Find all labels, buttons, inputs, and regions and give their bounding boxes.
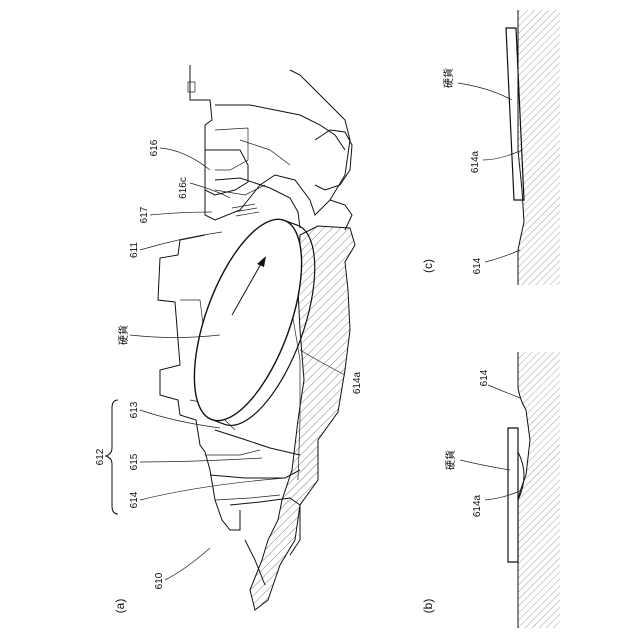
leader-b-coin — [460, 460, 510, 470]
leader-c-614a — [483, 150, 522, 160]
top-small-tab — [188, 82, 195, 92]
upper-housing-outline — [190, 65, 350, 220]
caption-b: (b) — [421, 599, 435, 614]
label-610: 610 — [154, 572, 165, 589]
label-b-coin: 硬貨 — [444, 450, 457, 470]
caption-a: (a) — [113, 599, 127, 614]
wall-b — [518, 352, 560, 628]
label-c-614a: 614a — [470, 150, 481, 173]
wall-c — [518, 10, 560, 285]
label-616: 616 — [149, 139, 160, 156]
label-c-coin: 硬貨 — [442, 68, 455, 88]
panel-a: 616 616c 617 611 硬貨 612 613 615 614 614a… — [95, 65, 363, 613]
label-615: 615 — [129, 453, 140, 470]
leader-c-coin — [458, 83, 512, 100]
label-616c: 616c — [178, 177, 189, 199]
label-614a: 614a — [352, 371, 363, 394]
label-b-614: 614 — [479, 369, 490, 386]
right-gear-outline — [315, 130, 352, 230]
passage-615 — [210, 430, 300, 478]
leader-616 — [160, 148, 210, 170]
upper-guide-lines — [215, 128, 290, 195]
label-611: 611 — [129, 242, 140, 258]
label-c-614: 614 — [472, 257, 483, 274]
upper-housing-inner — [215, 105, 345, 150]
leader-c-614 — [485, 250, 520, 262]
leader-610 — [165, 548, 210, 580]
fin-lines — [232, 204, 259, 216]
leader-617 — [150, 212, 212, 215]
gate-616 — [205, 150, 248, 195]
label-b-614a: 614a — [472, 494, 483, 517]
panel-c: 硬貨 614a 614 (c) — [421, 10, 560, 285]
caption-c: (c) — [421, 259, 435, 273]
label-617: 617 — [139, 206, 150, 223]
label-coin-a: 硬貨 — [117, 325, 130, 345]
leader-615 — [140, 458, 262, 462]
arm-616c — [215, 178, 300, 228]
leader-616c — [190, 183, 230, 198]
label-612: 612 — [95, 448, 106, 465]
brace-612 — [106, 400, 118, 514]
label-613: 613 — [129, 401, 140, 418]
leader-b-614 — [488, 385, 520, 398]
label-614: 614 — [129, 491, 140, 508]
leader-611 — [140, 232, 222, 250]
leader-b-614a — [485, 490, 522, 500]
panel-b: 614 硬貨 614a (b) — [421, 352, 560, 628]
